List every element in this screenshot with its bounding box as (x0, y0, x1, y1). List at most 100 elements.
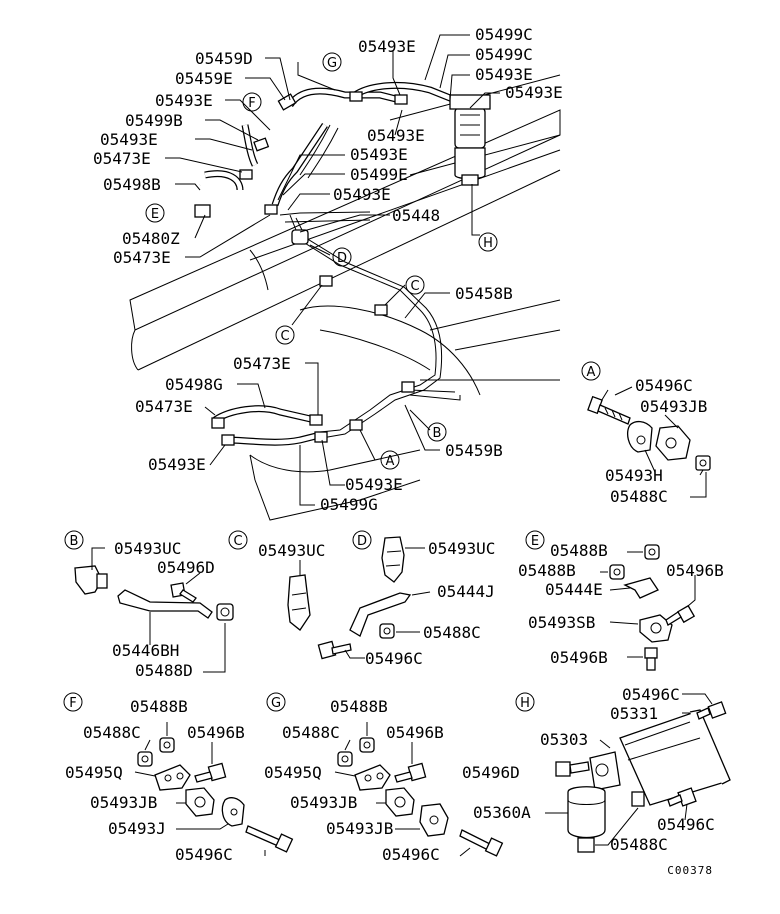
detail-g-05493JB: 05493JB (290, 793, 357, 812)
circle-ref-f: F (248, 96, 255, 111)
callout-05499E: 05499E (350, 165, 408, 184)
callout-05493E: 05493E (505, 83, 563, 102)
callout-05493E: 05493E (148, 455, 206, 474)
detail-h-05488C: 05488C (610, 835, 668, 854)
detail-h-05331: 05331 (610, 704, 658, 723)
callout-05499G: 05499G (320, 495, 378, 514)
detail-c-05493UC: 05493UC (258, 541, 325, 560)
callout-05499C: 05499C (475, 25, 533, 44)
callout-05493E: 05493E (333, 185, 391, 204)
detail-a: A 05496C 05493JB 05493H 05488C (581, 361, 711, 506)
callout-05459D: 05459D (195, 49, 253, 68)
detail-c-tag: C (233, 534, 242, 549)
detail-f-tag: F (69, 696, 76, 711)
detail-h-05496C: 05496C (657, 815, 715, 834)
detail-d-05444J: 05444J (437, 582, 495, 601)
detail-g-05496B: 05496B (386, 723, 444, 742)
circle-ref-d: D (337, 251, 347, 266)
circle-ref-a: A (386, 454, 395, 469)
detail-d: D 05493UC 05444J 05488C 05496C (317, 530, 495, 668)
detail-a-05493JB: 05493JB (640, 397, 707, 416)
callout-05498B: 05498B (103, 175, 161, 194)
callout-05493E: 05493E (350, 145, 408, 164)
circle-ref-b: B (433, 426, 442, 441)
detail-d-05493UC: 05493UC (428, 539, 495, 558)
detail-e-05493SB: 05493SB (528, 613, 595, 632)
detail-a-tag: A (587, 365, 596, 380)
callout-05480Z: 05480Z (122, 229, 180, 248)
detail-e-tag: E (531, 534, 539, 549)
callout-05473E: 05473E (93, 149, 151, 168)
detail-d-05496C: 05496C (365, 649, 423, 668)
detail-f-05488C: 05488C (83, 723, 141, 742)
detail-b-05488D: 05488D (135, 661, 193, 680)
callout-05493E: 05493E (345, 475, 403, 494)
detail-b: B 05493UC 05496D 05446BH 05488D (64, 530, 234, 680)
detail-g-05496C: 05496C (382, 845, 440, 864)
detail-d-05488C: 05488C (423, 623, 481, 642)
main-callouts: 05459D 05459E 05493E 05499B 05493E 05473… (93, 25, 563, 514)
circle-ref-c2: C (410, 279, 419, 294)
detail-a-05488C: 05488C (610, 487, 668, 506)
circle-ref-c1: C (280, 329, 289, 344)
detail-e-05488B: 05488B (518, 561, 576, 580)
callout-05473E: 05473E (135, 397, 193, 416)
frame-rails (129, 74, 561, 521)
detail-h: H 05496C 05331 05303 05496D 05360A 05496… (462, 685, 731, 854)
detail-h-05496D: 05496D (462, 763, 520, 782)
hose-clamps (194, 91, 415, 446)
detail-g-tag: G (271, 696, 281, 711)
detail-b-05446BH: 05446BH (112, 641, 179, 660)
figure-code: C00378 (667, 864, 713, 877)
detail-f-05496C: 05496C (175, 845, 233, 864)
detail-f-05488B: 05488B (130, 697, 188, 716)
detail-g-05488B: 05488B (330, 697, 388, 716)
detail-g-05493JB-2: 05493JB (326, 819, 393, 838)
detail-e: E 05488B 05488B 05444E 05496B 05493SB 05… (518, 530, 724, 671)
leader-lines (165, 34, 500, 506)
circle-refs: G F E D C C B A H (145, 52, 498, 470)
detail-f-05493J: 05493J (108, 819, 166, 838)
detail-g-05488C: 05488C (282, 723, 340, 742)
callout-05498G: 05498G (165, 375, 223, 394)
callout-05459E: 05459E (175, 69, 233, 88)
detail-c: C 05493UC (228, 530, 325, 631)
detail-d-tag: D (357, 534, 367, 549)
detail-e-05496B: 05496B (550, 648, 608, 667)
detail-e-05496B: 05496B (666, 561, 724, 580)
detail-a-05496C: 05496C (635, 376, 693, 395)
callout-05458B: 05458B (455, 284, 513, 303)
detail-h-05303: 05303 (540, 730, 588, 749)
callout-05473E: 05473E (233, 354, 291, 373)
detail-b-05496D: 05496D (157, 558, 215, 577)
main-fuel-filter (449, 94, 491, 186)
callout-05493E: 05493E (100, 130, 158, 149)
callout-05493E: 05493E (155, 91, 213, 110)
callout-05499B: 05499B (125, 111, 183, 130)
detail-b-05493UC: 05493UC (114, 539, 181, 558)
callout-05493E: 05493E (367, 126, 425, 145)
detail-b-tag: B (70, 534, 79, 549)
callout-05493E: 05493E (358, 37, 416, 56)
circle-ref-h: H (483, 236, 493, 251)
detail-f-05495Q: 05495Q (65, 763, 123, 782)
detail-e-05444E: 05444E (545, 580, 603, 599)
callout-05448: 05448 (392, 206, 440, 225)
detail-e-05488B: 05488B (550, 541, 608, 560)
detail-g: G 05488B 05488C 05496B 05495Q 05493JB 05… (264, 692, 504, 864)
callout-05459B: 05459B (445, 441, 503, 460)
detail-h-05496C: 05496C (622, 685, 680, 704)
detail-g-05495Q: 05495Q (264, 763, 322, 782)
detail-f: F 05488B 05488C 05496B 05495Q 05493JB 05… (63, 692, 294, 864)
detail-h-05360A: 05360A (473, 803, 531, 822)
circle-ref-e: E (151, 207, 159, 222)
detail-f-05493JB: 05493JB (90, 793, 157, 812)
detail-a-05493H: 05493H (605, 466, 663, 485)
detail-f-05496B: 05496B (187, 723, 245, 742)
callout-05493E: 05493E (475, 65, 533, 84)
callout-05499C: 05499C (475, 45, 533, 64)
detail-h-tag: H (520, 696, 530, 711)
circle-ref-g: G (327, 56, 337, 71)
